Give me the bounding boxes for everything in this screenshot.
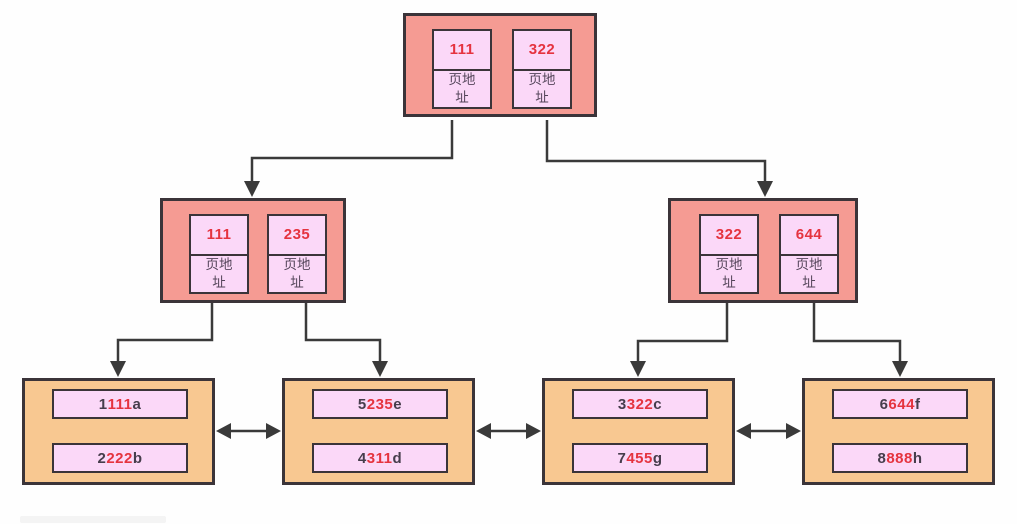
page-address-label: 页地址 [701, 253, 757, 292]
record-key: 888 [886, 449, 913, 467]
index-cell: 322 页地址 [699, 214, 759, 294]
record-key: 235 [366, 395, 394, 413]
index-cell: 111 页地址 [189, 214, 249, 294]
arrowhead-right [266, 423, 281, 439]
internal-left-index-node: 111 页地址 235 页地址 [160, 198, 346, 303]
page-address-label: 页地址 [434, 68, 490, 107]
index-cell: 235 页地址 [267, 214, 327, 294]
arrowhead-down [757, 181, 773, 197]
index-cell: 644 页地址 [779, 214, 839, 294]
record-prefix: 2 [97, 449, 107, 467]
arrowhead-right [786, 423, 801, 439]
record-suffix: h [912, 449, 923, 467]
record-key: 322 [626, 395, 654, 413]
index-key: 322 [715, 226, 743, 244]
edge-root-to-left-internal [250, 120, 454, 183]
index-key: 111 [206, 226, 232, 244]
arrowhead-left [476, 423, 491, 439]
page-address-label: 页地址 [781, 253, 837, 292]
record-prefix: 4 [357, 449, 367, 467]
record-prefix: 5 [357, 395, 367, 413]
index-cell: 111 页地址 [432, 29, 492, 109]
record-prefix: 7 [617, 449, 627, 467]
arrowhead-down [892, 361, 908, 377]
internal-right-index-node: 322 页地址 644 页地址 [668, 198, 858, 303]
arrowhead-right [526, 423, 541, 439]
edge-internal-right-to-leaf3 [636, 303, 729, 363]
arrowhead-down [630, 361, 646, 377]
arrowhead-down [110, 361, 126, 377]
record-key: 644 [888, 395, 915, 413]
index-key: 644 [795, 226, 823, 244]
edge-internal-right-to-leaf4 [812, 303, 902, 363]
arrowhead-down [244, 181, 260, 197]
record-suffix: c [653, 395, 663, 413]
record-key: 311 [366, 449, 393, 467]
record-key: 455 [626, 449, 653, 467]
record-prefix: 6 [879, 395, 889, 413]
edge-root-to-right-internal [545, 120, 767, 183]
arrowhead-left [216, 423, 231, 439]
record-suffix: a [132, 395, 142, 413]
root-index-node: 111 页地址 322 页地址 [403, 13, 597, 117]
record-suffix: f [914, 395, 921, 413]
record-prefix: 1 [98, 395, 108, 413]
page-address-label: 页地址 [191, 253, 247, 292]
record-suffix: b [132, 449, 143, 467]
arrowhead-left [736, 423, 751, 439]
index-key: 111 [449, 41, 475, 59]
record-suffix: d [392, 449, 403, 467]
arrowhead-down [372, 361, 388, 377]
edge-internal-left-to-leaf1 [116, 303, 214, 363]
record-suffix: g [652, 449, 663, 467]
edge-internal-left-to-leaf2 [304, 303, 382, 363]
record-prefix: 8 [877, 449, 887, 467]
page-address-label: 页地址 [269, 253, 325, 292]
record-suffix: e [393, 395, 403, 413]
record-prefix: 3 [617, 395, 627, 413]
record-key: 222 [106, 449, 133, 467]
index-cell: 322 页地址 [512, 29, 572, 109]
index-key: 322 [528, 41, 556, 59]
record-key: 111 [107, 395, 133, 413]
faded-subtitle-artifact [20, 516, 166, 523]
page-address-label: 页地址 [514, 68, 570, 107]
index-key: 235 [283, 226, 311, 244]
